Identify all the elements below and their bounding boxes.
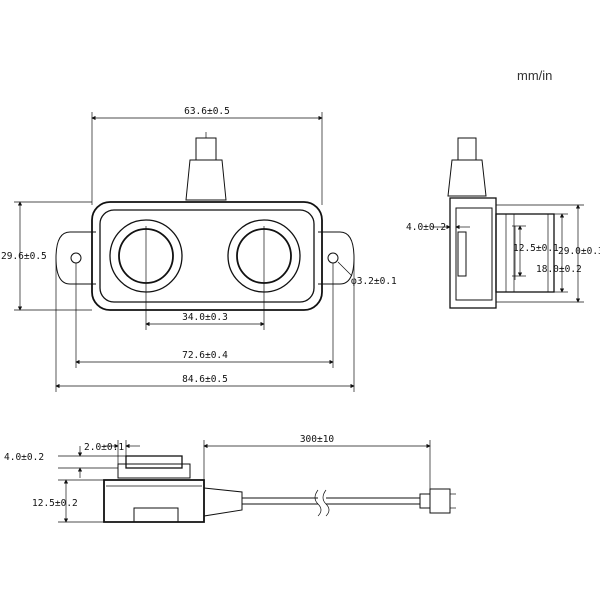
cable-plug <box>419 488 456 514</box>
svg-text:φ3.2±0.1: φ3.2±0.1 <box>351 276 397 287</box>
sensor-body <box>91 201 323 311</box>
mount-ears <box>55 231 355 285</box>
transducer-left <box>109 219 183 293</box>
svg-text:12.5±0.2: 12.5±0.2 <box>32 498 78 509</box>
svg-text:2.0±0.1: 2.0±0.1 <box>84 442 124 453</box>
dim-bottom-height: 12.5±0.2 <box>32 479 104 523</box>
dim-side-flange: 4.0±0.2 <box>406 218 470 233</box>
bottom-view: 4.0±0.2 2.0±0.1 12.5±0.2 300±10 <box>4 434 456 523</box>
top-connector <box>185 132 227 201</box>
svg-text:72.6±0.4: 72.6±0.4 <box>182 350 228 361</box>
dim-hole-dia: φ3.2±0.1 <box>337 261 397 287</box>
cable <box>242 489 420 517</box>
dim-side-height: 29.0±0.3 <box>496 204 600 303</box>
side-connector <box>447 137 487 197</box>
mount-hole-right <box>327 252 339 264</box>
dim-height: 29.6±0.5 <box>1 201 92 311</box>
transducer-right <box>227 219 301 293</box>
dim-bottom-flange: 4.0±0.2 <box>4 446 126 478</box>
unit-label: mm/in <box>517 68 553 83</box>
dim-bottom-offset: 2.0±0.1 <box>84 440 140 464</box>
side-view: 4.0±0.2 12.5±0.1 29.0±0.3 18.0±0.2 <box>406 137 600 309</box>
dim-mount-hole-spacing: 72.6±0.4 <box>75 263 334 368</box>
dim-cable-length: 300±10 <box>203 434 431 490</box>
svg-text:4.0±0.2: 4.0±0.2 <box>4 452 44 463</box>
svg-text:18.0±0.2: 18.0±0.2 <box>536 264 582 275</box>
svg-text:63.6±0.5: 63.6±0.5 <box>184 106 230 117</box>
svg-text:12.5±0.1: 12.5±0.1 <box>513 243 559 254</box>
svg-text:300±10: 300±10 <box>300 434 335 445</box>
dim-transducer-spacing: 34.0±0.3 <box>145 286 265 330</box>
svg-text:29.6±0.5: 29.6±0.5 <box>1 251 47 262</box>
dim-total-width: 84.6±0.5 <box>55 258 355 392</box>
svg-text:29.0±0.3: 29.0±0.3 <box>558 246 600 257</box>
front-view: 63.6±0.5 29.6±0.5 φ3.2±0.1 34.0±0.3 72.6… <box>1 106 397 392</box>
side-housing <box>449 197 497 309</box>
svg-text:34.0±0.3: 34.0±0.3 <box>182 312 228 323</box>
dim-overall-width: 63.6±0.5 <box>91 106 323 205</box>
side-transducer <box>495 213 555 293</box>
svg-text:4.0±0.2: 4.0±0.2 <box>406 222 446 233</box>
strain-relief <box>203 487 243 517</box>
mount-hole-left <box>70 252 82 264</box>
svg-text:84.6±0.5: 84.6±0.5 <box>182 374 228 385</box>
dim-side-depth: 18.0±0.2 <box>536 213 582 293</box>
dim-side-transducer: 12.5±0.1 <box>512 225 559 277</box>
bottom-top-cap <box>125 455 183 469</box>
